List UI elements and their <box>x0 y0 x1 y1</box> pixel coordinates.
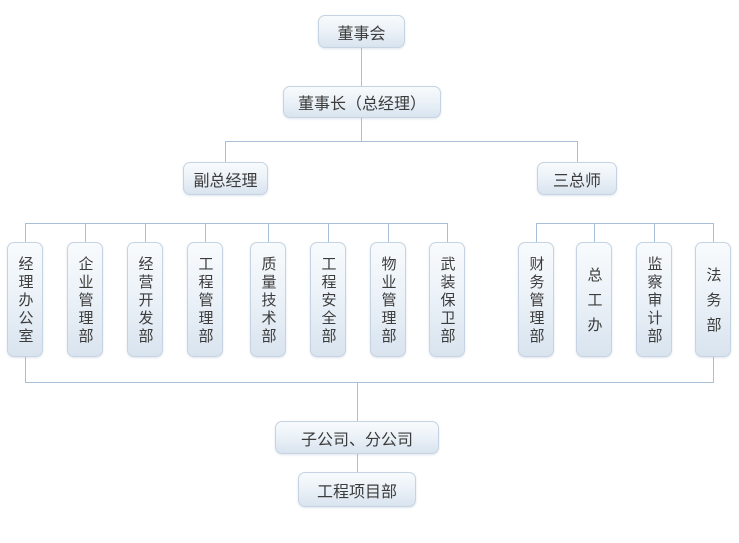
connector-chairman-down <box>361 118 362 141</box>
connector-drop-dept-1 <box>25 223 26 242</box>
connector-drop-dept-2 <box>85 223 86 242</box>
connector-left-dept-bus <box>25 223 448 224</box>
connector-drop-three-chiefs <box>577 141 578 162</box>
node-subsidiaries-label: 子公司、分公司 <box>300 431 413 449</box>
dept-label: 监察审计部 <box>645 256 663 346</box>
dept-label: 物业管理部 <box>379 256 397 346</box>
dept-label: 工程安全部 <box>319 256 337 346</box>
dept-node-finance-mgmt: 财务管理部 <box>518 242 554 357</box>
dept-node-engineering-safety: 工程安全部 <box>310 242 346 357</box>
node-chairman: 董事长（总经理） <box>283 86 441 118</box>
node-project-dept: 工程项目部 <box>298 472 416 507</box>
node-chairman-label: 董事长（总经理） <box>297 96 426 113</box>
connector-stub-left-bottom <box>25 357 26 382</box>
connector-bottom-bus <box>25 382 714 383</box>
dept-node-supervision-audit: 监察审计部 <box>636 242 672 357</box>
node-deputy-gm: 副总经理 <box>183 162 268 195</box>
dept-node-property-mgmt: 物业管理部 <box>370 242 406 357</box>
dept-label: 法务部 <box>704 267 722 342</box>
connector-drop-dept-9 <box>536 223 537 242</box>
dept-node-manager-office: 经理办公室 <box>7 242 43 357</box>
connector-drop-subsidiaries <box>357 382 358 421</box>
dept-label: 经营开发部 <box>136 256 154 346</box>
connector-drop-dept-10 <box>594 223 595 242</box>
connector-drop-dept-4 <box>205 223 206 242</box>
connector-drop-dept-12 <box>713 223 714 242</box>
node-three-chiefs-label: 三总师 <box>552 172 601 190</box>
node-deputy-gm-label: 副总经理 <box>193 172 258 190</box>
connector-drop-dept-3 <box>145 223 146 242</box>
dept-label: 总工办 <box>585 267 603 342</box>
dept-node-legal-affairs: 法务部 <box>695 242 731 357</box>
dept-node-engineering-mgmt: 工程管理部 <box>187 242 223 357</box>
connector-drop-deputy-gm <box>225 141 226 162</box>
dept-node-armed-security: 武装保卫部 <box>429 242 465 357</box>
connector-subsidiaries-to-project <box>357 454 358 472</box>
node-board-label: 董事会 <box>337 25 386 43</box>
node-board: 董事会 <box>318 15 405 48</box>
node-three-chiefs: 三总师 <box>537 162 617 195</box>
connector-drop-dept-5 <box>268 223 269 242</box>
dept-node-quality-tech: 质量技术部 <box>250 242 286 357</box>
connector-drop-dept-6 <box>328 223 329 242</box>
node-project-dept-label: 工程项目部 <box>316 483 397 501</box>
connector-drop-dept-8 <box>447 223 448 242</box>
dept-label: 财务管理部 <box>527 256 545 346</box>
connector-level3-bus <box>225 141 578 142</box>
dept-label: 工程管理部 <box>196 256 214 346</box>
connector-stub-right-bottom <box>713 357 714 382</box>
dept-label: 武装保卫部 <box>438 256 456 346</box>
dept-node-business-dev: 经营开发部 <box>127 242 163 357</box>
dept-node-chief-engineer-office: 总工办 <box>576 242 612 357</box>
dept-label: 企业管理部 <box>76 256 94 346</box>
connector-drop-dept-7 <box>388 223 389 242</box>
node-subsidiaries: 子公司、分公司 <box>275 421 439 454</box>
dept-node-enterprise-mgmt: 企业管理部 <box>67 242 103 357</box>
dept-label: 质量技术部 <box>259 256 277 346</box>
connector-drop-dept-11 <box>654 223 655 242</box>
connector-right-dept-bus <box>536 223 714 224</box>
connector-board-to-chairman <box>361 48 362 86</box>
dept-label: 经理办公室 <box>16 256 34 346</box>
